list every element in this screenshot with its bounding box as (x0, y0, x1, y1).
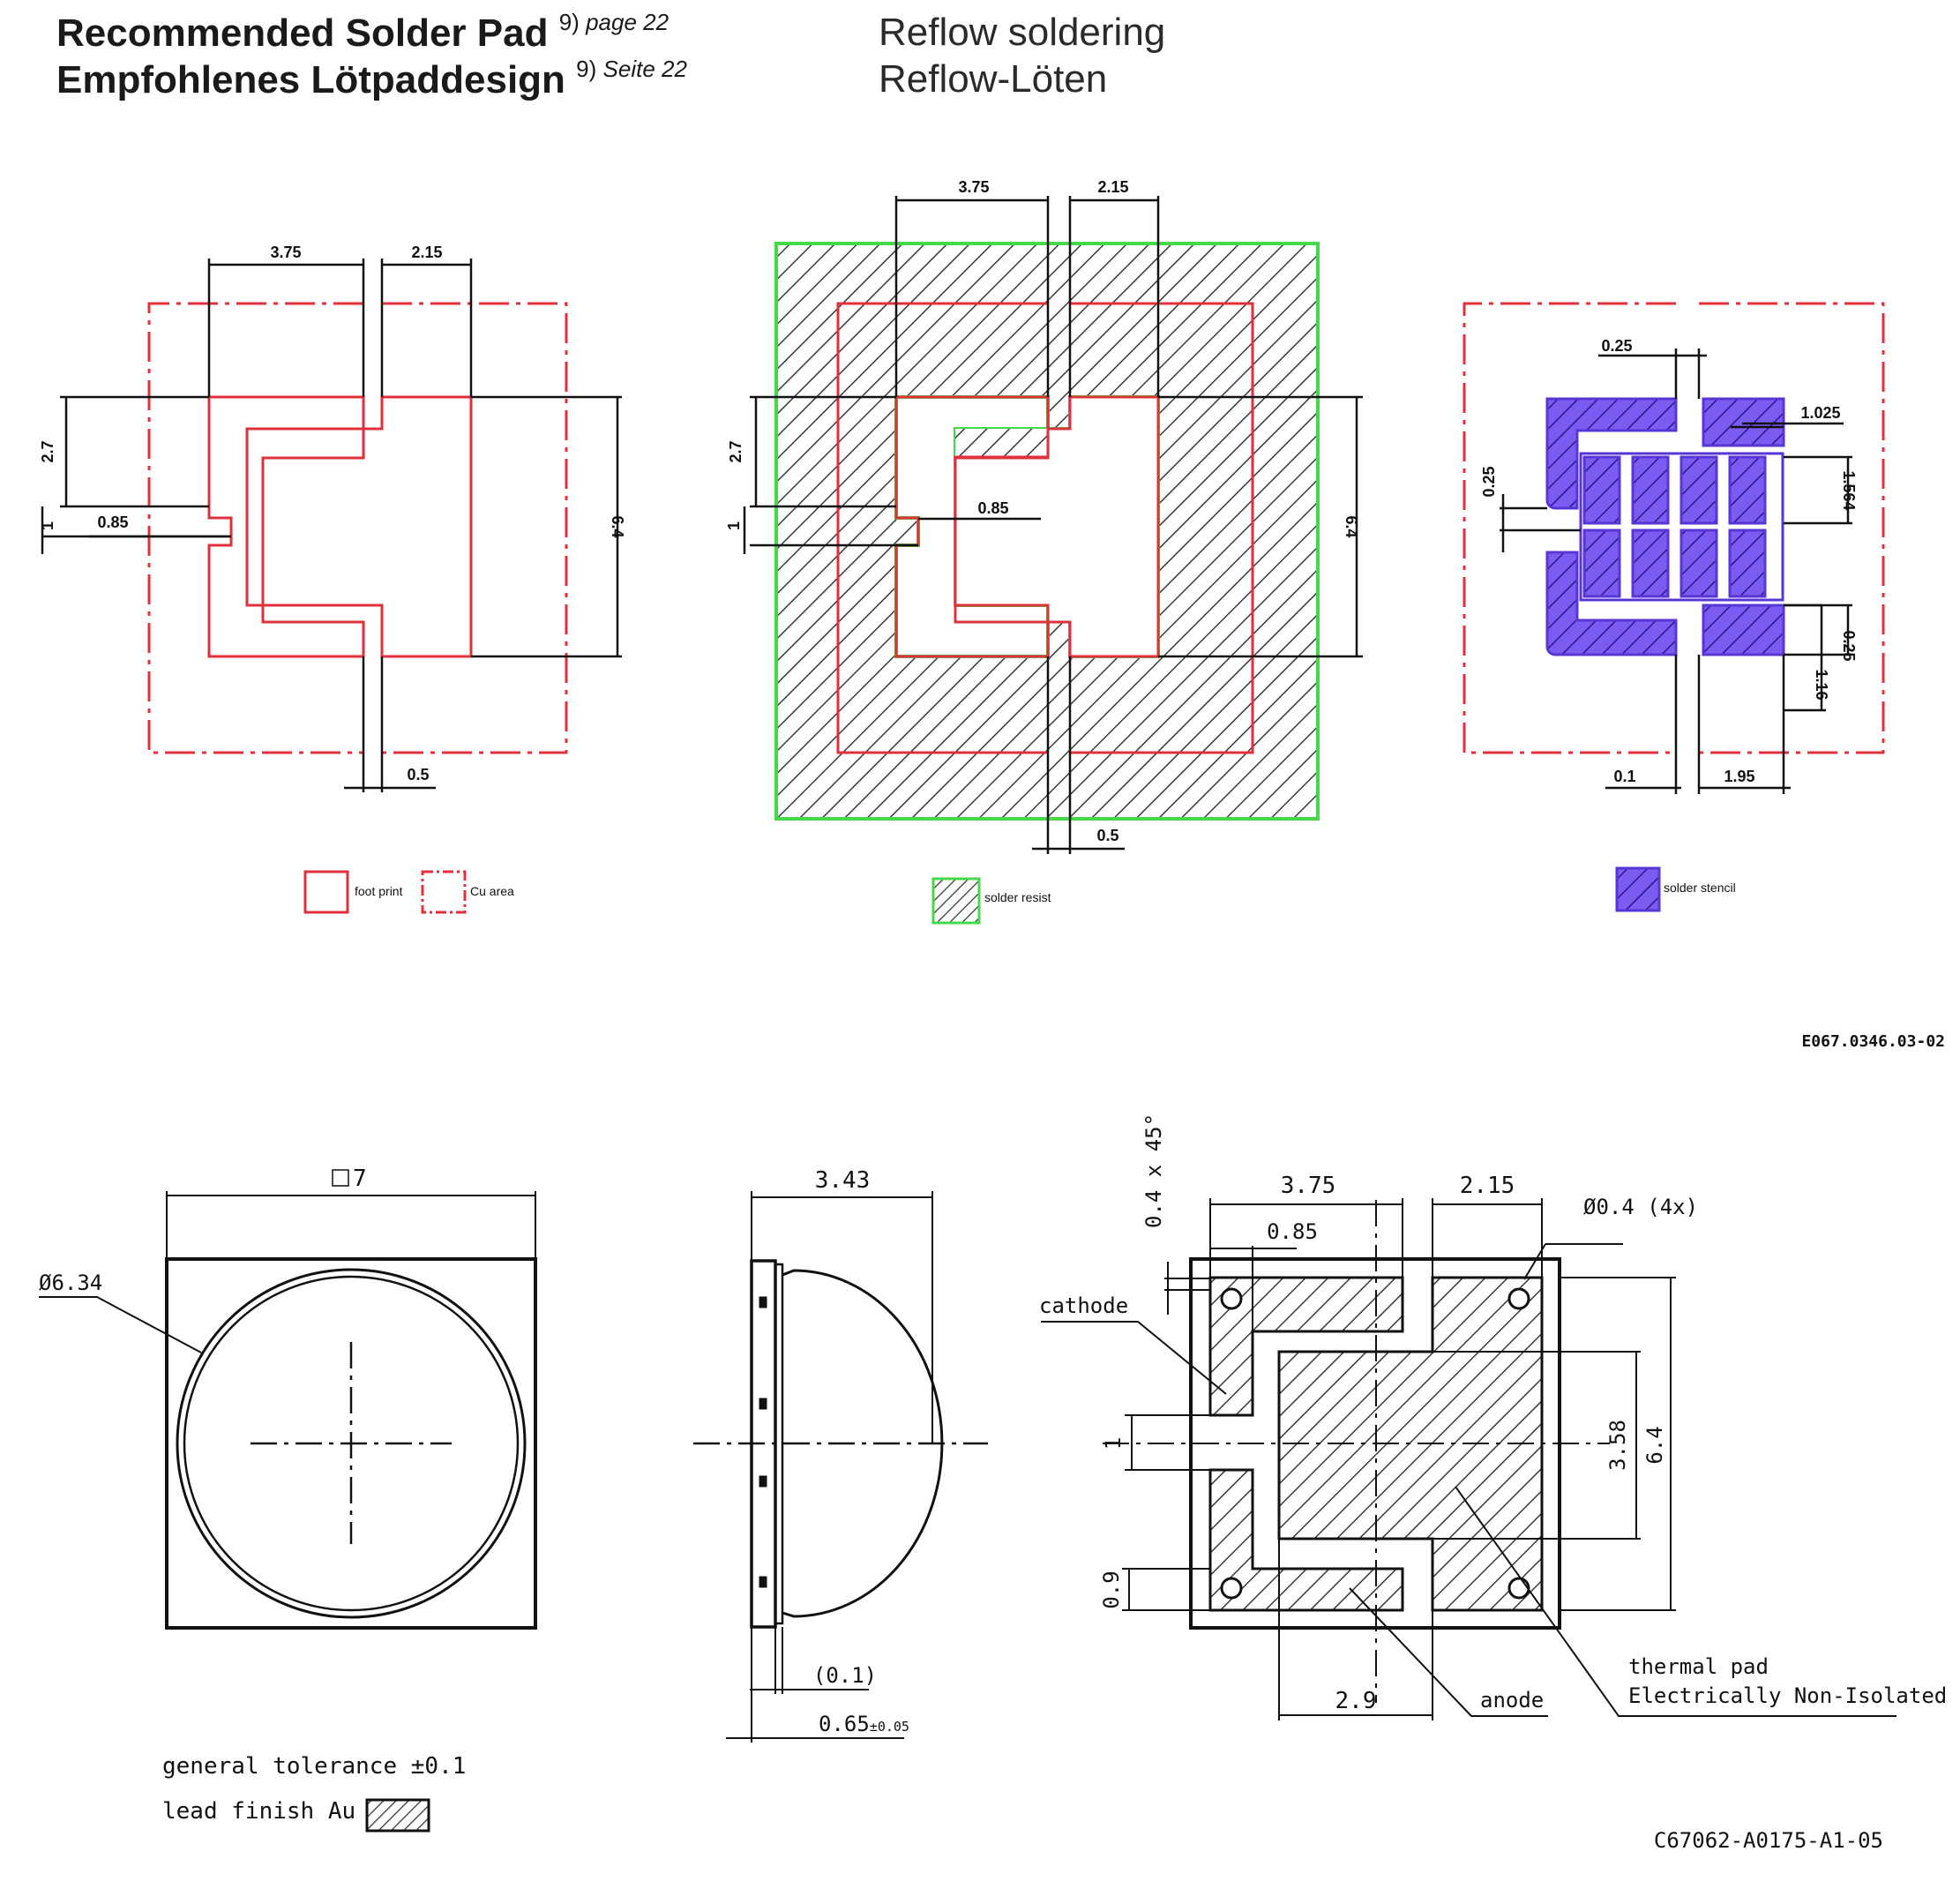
dim-bottom: 1.16 (1813, 669, 1830, 700)
dim-bottom-width: 1.95 (1724, 768, 1754, 785)
dim-side-height: 3.43 (815, 1167, 871, 1194)
legend-cu-area-swatch (421, 870, 467, 914)
dim-cell-width: 1.025 (1800, 404, 1840, 422)
label-cathode: cathode (1039, 1293, 1128, 1318)
note-tolerance: general tolerance ±0.1 (162, 1753, 466, 1780)
title-de: Empfohlenes Lötpaddesign 9) Seite 22 (56, 56, 687, 101)
dim-height: 6.4 (609, 515, 626, 537)
dim-square: 7 (353, 1166, 367, 1192)
dim-slot: 0.1 (1613, 768, 1635, 785)
side-view (693, 1191, 988, 1743)
stencil-cell (1679, 455, 1718, 525)
stencil-cell (1679, 528, 1718, 598)
dim-lead-height: 0.9 (1099, 1570, 1124, 1608)
dim-holes: Ø0.4 (4x) (1583, 1195, 1698, 1219)
legend-solder-resist-label: solder resist (984, 890, 1051, 904)
label-anode: anode (1480, 1688, 1544, 1713)
legend-solder-stencil-label: solder stencil (1664, 881, 1736, 895)
dim-gap: 1 (725, 521, 743, 530)
stencil-cathode-upper (1545, 397, 1678, 510)
dim-bottom-height: 6.4 (1642, 1426, 1667, 1464)
ref-page-de: Seite 22 (602, 56, 687, 82)
process-en: Reflow soldering (879, 11, 1166, 54)
dim-bottom-pad-width: 3.75 (1281, 1173, 1336, 1199)
legend-footprint-label: foot print (355, 884, 403, 898)
legend-solder-resist-swatch (931, 877, 981, 925)
dim-height: 6.4 (1343, 515, 1360, 537)
dim-thermal-width: 2.9 (1335, 1688, 1377, 1714)
stencil-cell (1582, 455, 1621, 525)
package-outline (165, 1257, 537, 1630)
dim-pad-width: 3.75 (958, 178, 989, 196)
dim-lead: 0.85 (977, 499, 1008, 517)
dim-pad2-width: 2.15 (1097, 178, 1128, 196)
note-lead-finish: lead finish Au (162, 1798, 355, 1825)
bottom-view (1041, 1198, 1896, 1720)
stencil-cell (1728, 528, 1767, 598)
dim-top: 2.7 (39, 440, 56, 462)
solder-stencil-view: 0.25 1.025 0.25 1.564 0.25 1.16 0.1 1.95 (1463, 302, 1885, 794)
label-thermal-isolation: Electrically Non-Isolated (1628, 1683, 1947, 1708)
dim-side-base: 0.65±0.05 (819, 1712, 909, 1736)
dim-gap-top: 0.25 (1601, 337, 1632, 355)
lens-outer (176, 1268, 527, 1619)
stencil-cell (1631, 528, 1670, 598)
legend-solder-stencil-swatch (1615, 866, 1661, 912)
stencil-pads (1545, 397, 1785, 656)
drawing-code-bottom: C67062-A0175-A1-05 (1654, 1828, 1883, 1853)
mounting-hole (1220, 1287, 1243, 1310)
dim-pad2-width: 2.15 (411, 244, 442, 261)
mounting-hole (1507, 1287, 1530, 1310)
dim-diameter: Ø6.34 (39, 1271, 102, 1295)
cu-area-outline-left (147, 302, 363, 754)
front-view (39, 1169, 537, 1630)
mounting-hole (1220, 1577, 1243, 1600)
lead-finish-swatch (365, 1798, 430, 1833)
lens-inner (183, 1275, 520, 1612)
title-en: Recommended Solder Pad 9) page 22 (56, 9, 670, 55)
dim-side-base-value: 0.65 (819, 1712, 870, 1736)
dim-gap: 1 (39, 521, 56, 530)
dim-gap-right: 0.25 (1840, 630, 1858, 661)
resist-cu-outline (836, 302, 1254, 754)
dim-bottom-gap: 1 (1101, 1437, 1126, 1450)
stencil-cell (1582, 528, 1621, 598)
dim-cell-height: 1.564 (1840, 470, 1858, 510)
stencil-cathode-lower (1545, 551, 1678, 656)
mounting-hole (1507, 1577, 1530, 1600)
stencil-thermal-bottom (1702, 603, 1785, 656)
cu-area-outline-right (382, 302, 568, 754)
dim-chamfer: 0.4 x 45° (1141, 1113, 1166, 1228)
footprint-view: 3.75 2.15 2.7 1 0.85 6.4 0.5 (39, 244, 626, 792)
pad-outline-cathode (207, 395, 365, 658)
process-de: Reflow-Löten (879, 57, 1108, 101)
dim-gap-left: 0.25 (1480, 466, 1498, 497)
ref-number-de: 9) (576, 56, 597, 82)
dim-lead: 0.85 (97, 513, 128, 531)
stencil-thermal-top (1702, 397, 1785, 447)
dim-side-gap: (0.1) (813, 1663, 877, 1688)
dim-thermal-height: 3.58 (1605, 1420, 1630, 1471)
solder-resist-view: 3.75 2.15 2.7 1 0.85 6.4 0.5 (725, 178, 1363, 854)
label-thermal-pad: thermal pad (1628, 1654, 1769, 1679)
dim-pad-width: 3.75 (270, 244, 301, 261)
dim-slot: 0.5 (1096, 827, 1118, 844)
legend-cu-area-label: Cu area (470, 884, 514, 898)
pad-outline-thermal (245, 395, 473, 658)
dim-slot: 0.5 (407, 766, 429, 783)
ref-page-en: page 22 (586, 9, 670, 35)
legend-footprint-swatch (303, 870, 349, 914)
drawing-code-top: E067.0346.03-02 (1801, 1032, 1945, 1051)
dim-bottom-pad2-width: 2.15 (1460, 1173, 1515, 1199)
stencil-cell (1631, 455, 1670, 525)
dim-side-base-tolerance: ±0.05 (870, 1719, 909, 1735)
ref-number-en: 9) (558, 9, 580, 35)
stencil-cell (1728, 455, 1767, 525)
dim-top: 2.7 (727, 440, 744, 462)
dim-bottom-lead: 0.85 (1267, 1219, 1318, 1244)
resist-pad-outline (894, 395, 1050, 658)
